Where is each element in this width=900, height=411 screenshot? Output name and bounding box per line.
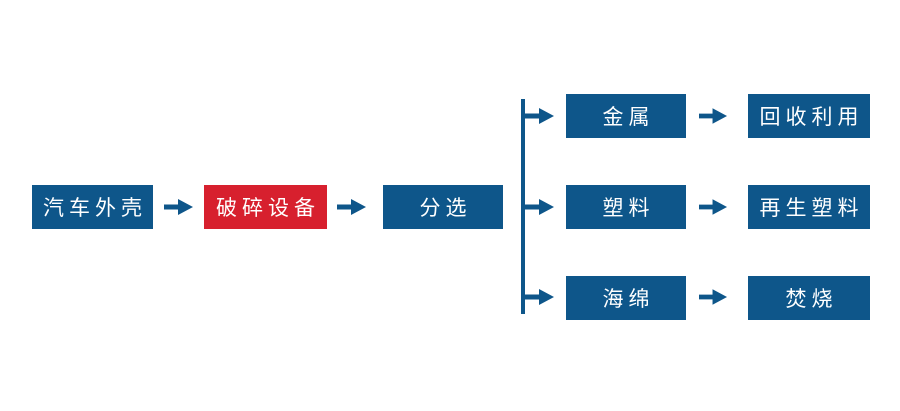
flow-node-plastic-outcome: 再生塑料 xyxy=(748,185,870,229)
flow-node-label: 再生塑料 xyxy=(759,197,864,220)
arrow-right-icon xyxy=(699,199,728,215)
flow-node-metal: 金属 xyxy=(566,94,686,138)
flow-node-label: 焚烧 xyxy=(785,288,838,311)
arrow-right-icon xyxy=(337,199,366,215)
flow-node-metal-outcome: 回收利用 xyxy=(748,94,870,138)
arrow-right-icon xyxy=(699,289,728,305)
flow-node-label: 破碎设备 xyxy=(216,197,320,220)
flow-node-plastic: 塑料 xyxy=(566,185,686,229)
flow-node-label: 分选 xyxy=(419,197,472,220)
branch-connector-line xyxy=(521,99,525,314)
flow-node-crusher: 破碎设备 xyxy=(204,185,327,229)
arrow-right-icon xyxy=(525,289,554,305)
flow-node-auto-shell: 汽车外壳 xyxy=(32,185,153,229)
flow-node-sponge: 海绵 xyxy=(566,276,686,320)
flow-node-label: 海绵 xyxy=(602,288,655,311)
flow-node-label: 金属 xyxy=(602,106,655,129)
arrow-right-icon xyxy=(164,199,193,215)
flow-node-label: 回收利用 xyxy=(759,106,864,129)
flow-node-sponge-outcome: 焚烧 xyxy=(748,276,870,320)
arrow-right-icon xyxy=(525,108,554,124)
arrow-right-icon xyxy=(699,108,728,124)
flow-node-sorting: 分选 xyxy=(383,185,503,229)
arrow-right-icon xyxy=(525,199,554,215)
flow-node-label: 汽车外壳 xyxy=(43,197,147,220)
flow-node-label: 塑料 xyxy=(602,197,655,220)
